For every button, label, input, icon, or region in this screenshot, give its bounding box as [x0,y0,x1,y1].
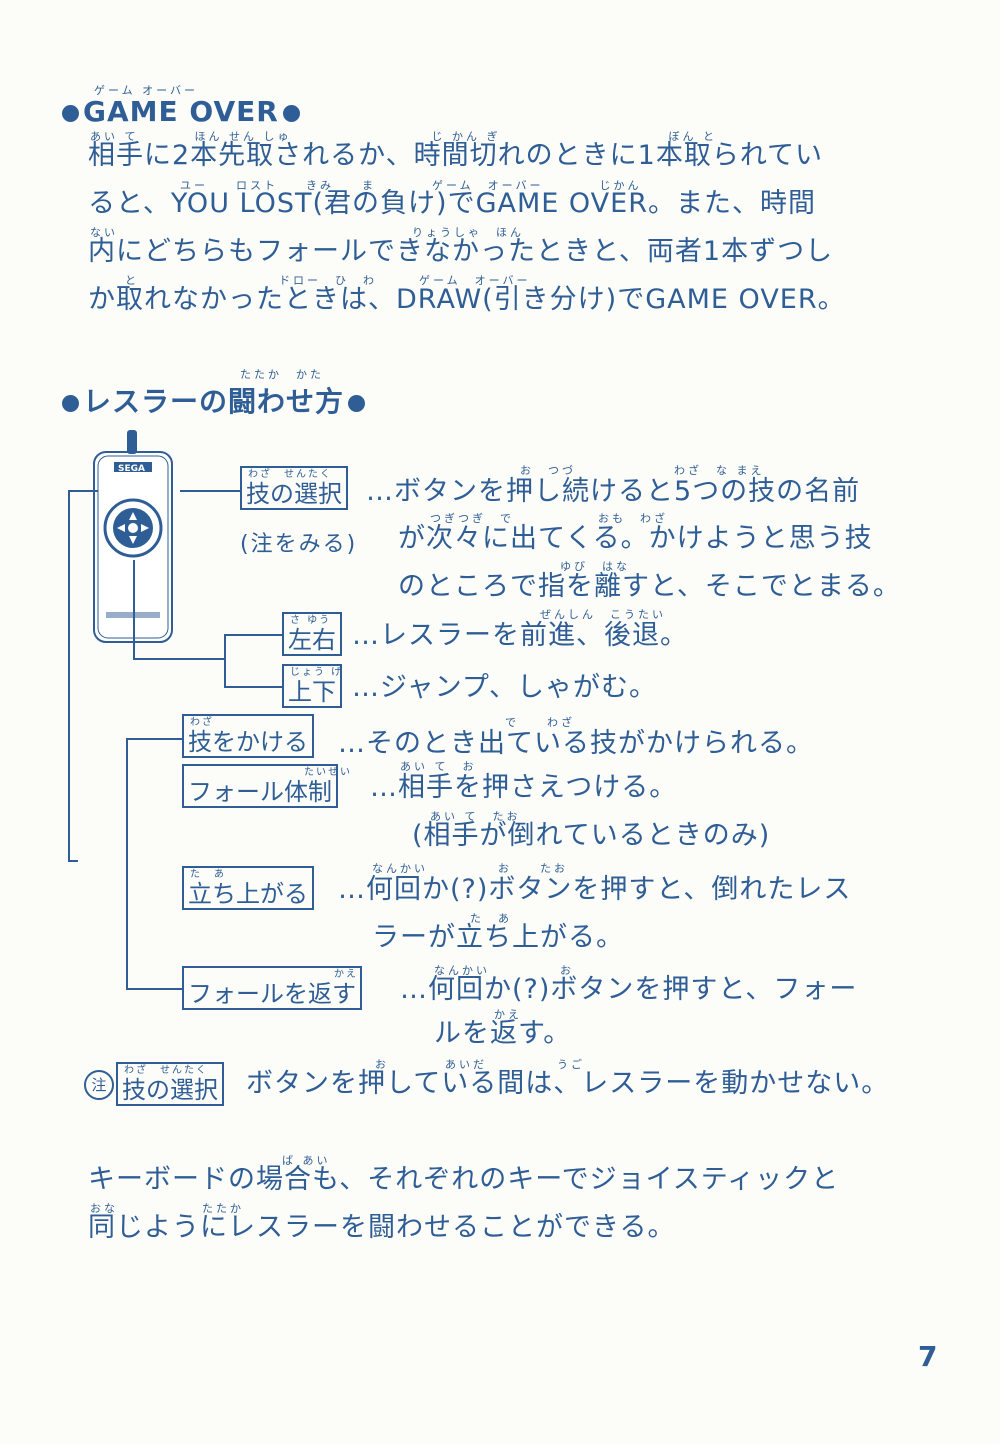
connector-line [133,658,225,660]
connector-line [224,686,282,688]
label-text: フォールを返す [188,980,356,1008]
reverse-fall-line-1: …何回か(?)ボタンを押すと、フォー [400,974,858,1005]
ruby: あい て お [400,760,477,773]
page-number: 7 [918,1340,938,1373]
label-text: 技の選択 [246,480,342,508]
label-reverse-fall: かえフォールを返す [182,966,362,1010]
label-move-select: わざ せんたく技の選択 [240,466,348,510]
left-right-line: …レスラーを前進、後退。 [352,620,688,651]
ruby: わざ [190,717,214,728]
note-label-move-select: わざ せんたく技の選択 [116,1062,224,1106]
fight-heading-ruby: たたか かた [240,368,324,381]
ruby: かえ [494,1008,522,1021]
ruby: じょう げ [290,667,344,678]
ruby: お あいだ うご [375,1058,585,1071]
up-down-line: …ジャンプ、しゃがむ。 [352,672,658,703]
apply-move-line: …そのとき出ている技がかけられる。 [338,728,814,759]
note-mark-icon: 注 [84,1070,114,1100]
connector-line [68,860,78,862]
ruby: おな たたか [90,1202,244,1215]
game-over-line-2: ると、YOU LOST(君の負け)でGAME OVER。また、時間 [88,188,816,219]
connector-line [126,738,128,988]
ruby: わざ せんたく [248,469,332,480]
ruby: なんかい お [434,964,574,977]
move-select-line-1: …ボタンを押し続けると5つの技の名前 [366,476,861,507]
move-select-line-2: が次々に出てくる。かけようと思う技 [398,523,873,554]
ruby: た あ [190,869,226,880]
game-over-heading: GAME OVER [58,95,304,128]
connector-line [126,738,182,740]
controller-brand-logo: SEGA [118,464,145,474]
bullet-dot-icon [62,104,79,122]
connector-line [224,634,226,686]
ruby: ない りょうしゃ ほん [90,226,524,239]
ruby: ゆび はな [560,560,630,573]
move-select-line-3: のところで指を離すと、そこでとまる。 [398,571,901,602]
bullet-dot-icon [62,394,79,412]
fight-heading: レスラーの闘わせ方 [58,380,369,420]
ruby: と ドロー ひ わ ゲーム オーバー [125,274,531,287]
ruby: で わざ [505,716,575,729]
bullet-dot-icon [348,394,366,412]
connector-line [224,634,282,636]
game-over-line-1: 相手に2本先取されるか、時間切れのときに1本取られてい [88,140,824,171]
game-over-heading-ruby: ゲーム オーバー [94,84,199,97]
ruby: ぜんしん こうたい [540,608,666,621]
keyboard-line-1: キーボードの場合も、それぞれのキーでジョイスティックと [88,1164,840,1195]
move-select-note: (注をみる) [240,532,358,557]
ruby: わざ せんたく [124,1065,208,1076]
connector-line [126,988,182,990]
connector-line [68,490,98,492]
bullet-dot-icon [282,104,300,122]
ruby: お つづ わざ な まえ [520,464,765,477]
ruby: た あ [470,912,512,925]
ruby: つぎつぎ で おも わざ [430,512,668,525]
label-fall-hold: たいせいフォール体制 [182,764,350,808]
ruby: ば あい [282,1154,331,1167]
label-text: 技の選択 [122,1076,218,1104]
label-text: 技をかける [188,728,308,756]
label-text: 左右 [288,626,336,654]
label-text: フォール体制 [188,778,332,806]
note-text: ボタンを押している間は、レスラーを動かせない。 [246,1068,890,1099]
ruby: さ ゆう [290,615,332,626]
connector-line [68,490,70,862]
connector-line [180,490,240,492]
ruby: あい て ほん せん しゅ じ かん ぎ ぼん と [90,130,717,143]
reverse-fall-line-2: ルを返す。 [434,1018,572,1049]
fight-heading-text: レスラーの闘わせ方 [83,385,345,418]
label-left-right: さ ゆう左右 [282,612,342,656]
label-text: 上下 [288,678,336,706]
controller-illustration [93,430,173,643]
label-text: 立ち上がる [188,880,308,908]
stand-up-line-1: …何回か(?)ボタンを押すと、倒れたレス [338,874,852,905]
connector-line [133,560,135,660]
game-over-line-4: か取れなかったときは、DRAW(引き分け)でGAME OVER。 [88,284,846,315]
stand-up-line-2: ラーが立ち上がる。 [372,922,624,953]
ruby: ユー ロスト きみ ま ゲーム オーバー じかん [180,179,642,192]
ruby: たいせい [304,767,352,778]
game-over-line-3: 内にどちらもフォールできなかったときと、両者1本ずつし [88,236,834,267]
fall-hold-line-2: (相手が倒れているときのみ) [412,820,771,851]
ruby: あい て たお [430,810,521,823]
label-stand-up: た あ立ち上がる [182,866,314,910]
ruby: なんかい お たお [372,862,568,875]
label-apply-move: わざ技をかける [182,714,314,758]
fall-hold-line-1: …相手を押さえつける。 [370,772,678,803]
ruby: かえ [334,969,358,980]
label-up-down: じょう げ上下 [282,664,342,708]
game-over-heading-text: GAME OVER [83,95,279,128]
keyboard-line-2: 同じようにレスラーを闘わせることができる。 [88,1212,676,1243]
